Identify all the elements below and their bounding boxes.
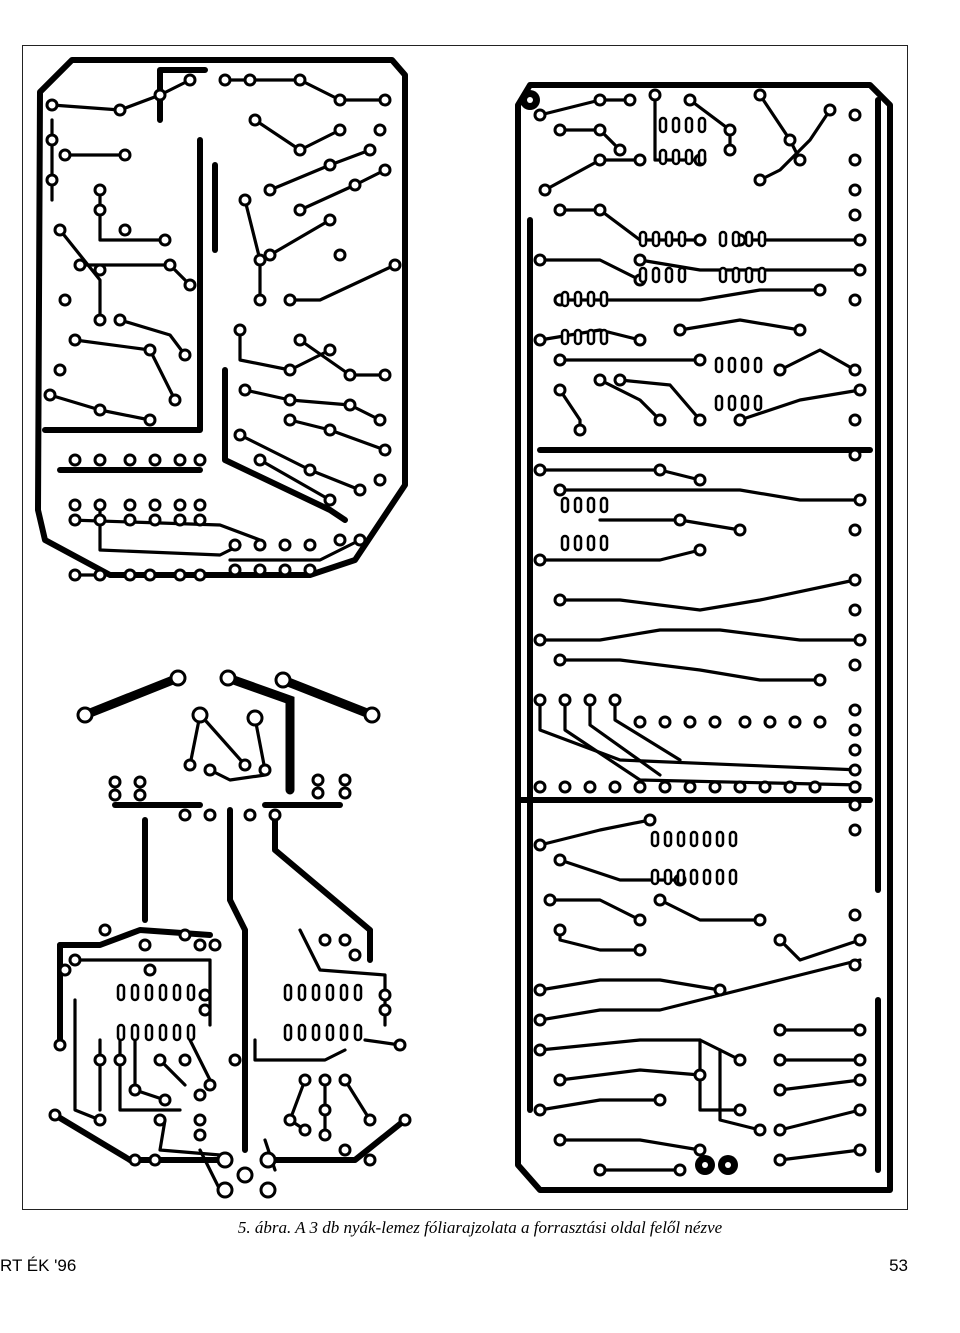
publication-label: RT ÉK '96 (0, 1256, 77, 1275)
pcb-board-3 (515, 82, 893, 1193)
pcb-board-1 (35, 57, 408, 582)
figure-frame (22, 45, 908, 1210)
page-number: 53 (889, 1256, 908, 1275)
figure-caption: 5. ábra. A 3 db nyák-lemez fóliarajzolat… (237, 1218, 723, 1237)
pcb-board-2 (48, 669, 412, 1199)
